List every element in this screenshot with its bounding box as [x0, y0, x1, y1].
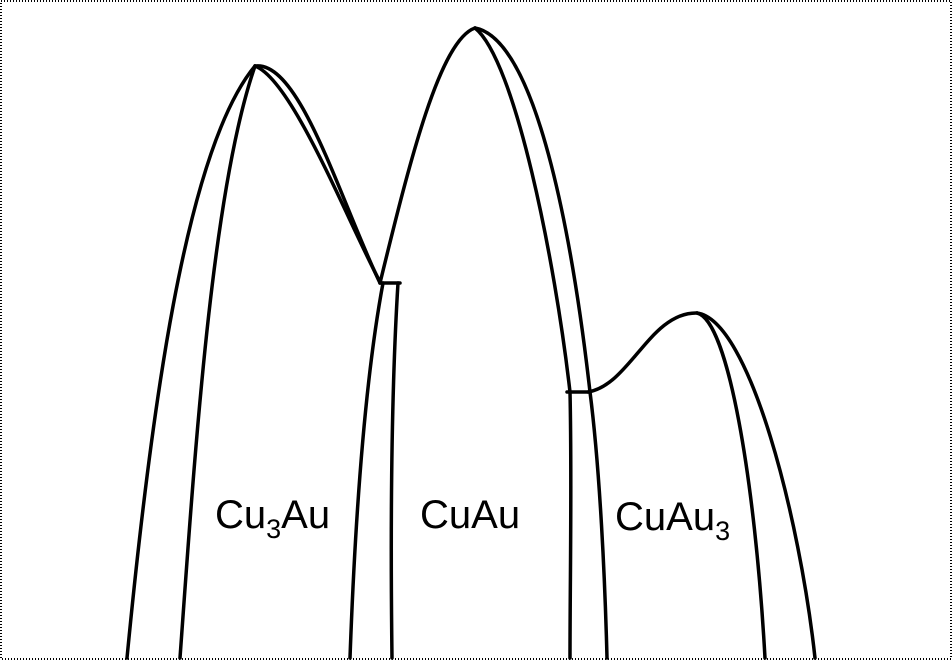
- cuau-right-boundary-outer: [588, 390, 609, 660]
- cuau-left-boundary: [389, 281, 400, 660]
- cu3au-right-slope-outer: [253, 64, 382, 285]
- cuau3-outer-right: [695, 311, 817, 660]
- cuau-label: CuAu: [420, 493, 520, 537]
- cu3au-inner-left-boundary: [178, 64, 257, 660]
- cu3au-right-slope-inner: [253, 64, 380, 280]
- cu3au-right-boundary: [348, 281, 385, 660]
- cu3au-outer-boundary: [125, 64, 257, 660]
- cuau-right-boundary-inner: [568, 390, 573, 660]
- cuau-left-slope: [378, 26, 477, 285]
- cuau3-label: CuAu3: [615, 495, 730, 546]
- cuau-inner-right: [473, 26, 572, 394]
- cu3au-label: Cu3Au: [215, 493, 330, 544]
- cuau-outer-right: [473, 26, 592, 394]
- cuau3-left-slope: [586, 311, 699, 394]
- cuau3-inner-right: [695, 311, 767, 660]
